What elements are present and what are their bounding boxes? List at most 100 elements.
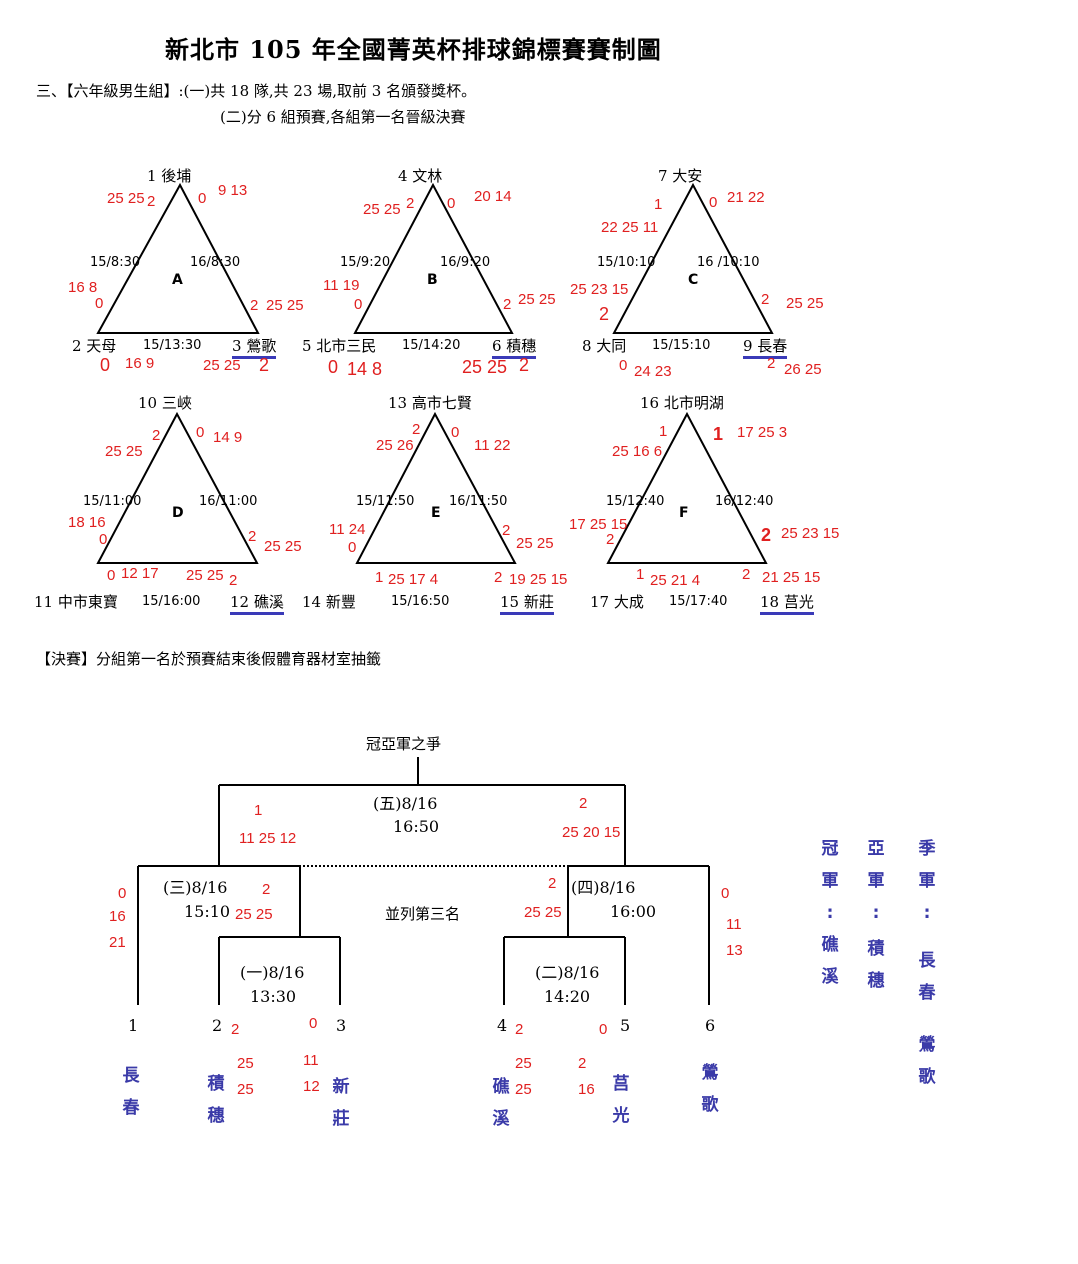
match-1-label: (一)8/16 [240,963,305,982]
group-a-bottom-time: 15/13:30 [143,338,202,353]
group-a-sets: 2 [147,193,156,210]
group-d-sets: 2 [248,528,257,545]
team-char: 積 [207,1074,225,1094]
match-3-left-score: 21 [109,934,126,951]
group-d-top-team: 10 三峽 [138,394,192,412]
team-char: 礁 [492,1077,510,1097]
result-team-char: 長 [918,951,936,971]
group-e-sets: 0 [348,539,357,556]
group-e-sets: 2 [494,569,503,586]
match-3-right-scores: 25 25 [235,906,273,923]
group-a-sets: 0 [95,295,104,312]
team-char: 光 [612,1106,630,1126]
group-e-score: 25 26 [376,437,414,454]
result-team-char: 礁 [821,935,839,955]
group-d-sets: 0 [107,567,116,584]
rules-line-1: 三、【六年級男生組】:(一)共 18 隊,共 23 場,取前 3 名頒發獎杯。 [36,82,477,100]
group-d-left-team: 11 中市東寶 [34,593,118,611]
group-d-winner-team: 12 礁溪 [230,591,284,615]
match-4-right-score: 11 [726,916,742,933]
result-title-char: 亞 [867,839,885,859]
group-a-left-team: 2 天母 [72,337,117,355]
match-4-left-scores: 25 25 [524,904,562,921]
group-d-sets: 2 [229,572,238,589]
group-e-score: 25 17 4 [388,571,439,588]
slot-number: 3 [336,1016,347,1035]
match-2-right-sets: 0 [599,1021,608,1038]
group-d-score: 14 9 [213,429,243,446]
group-b-bottom-time: 15/14:20 [402,338,461,353]
result-title-char: 冠 [821,839,839,859]
group-f-right-time: 16/12:40 [715,494,774,509]
group-d-sets: 0 [196,424,205,441]
match-2-time: 14:20 [544,987,591,1006]
match-1-time: 13:30 [250,987,297,1006]
match-4-right-score: 13 [726,942,743,959]
group-b-score: 25 25 [462,357,508,377]
group-f-sets: 1 [636,566,645,583]
triangle-group-d [96,411,259,564]
match-1-right-score: 11 [303,1052,319,1069]
group-b-score: 14 8 [347,359,383,379]
finalist-team-juguang: 莒 光 [611,1068,631,1132]
third-place-result: 季 軍 : 長 春 鶯 歌 [917,833,937,1093]
team-char: 新 [332,1077,350,1097]
group-a-top-team: 1 後埔 [147,167,192,185]
team-char: 溪 [492,1109,510,1129]
group-f-sets: 2 [742,566,751,583]
match-3-right-sets: 2 [262,881,271,898]
triangle-group-e [355,411,517,564]
group-c-sets: 2 [599,304,610,324]
group-b-sets: 2 [503,296,512,313]
group-c-sets: 0 [619,357,628,374]
champion-result: 冠 軍 : 礁 溪 [820,833,840,993]
result-title-char: 軍 [867,871,885,891]
group-c-top-team: 7 大安 [658,167,703,185]
group-d-score: 18 16 [68,514,106,531]
match-2-left-score: 25 [515,1055,532,1072]
result-title-char: 軍 [821,871,839,891]
slot-number: 2 [212,1016,223,1035]
group-e-sets: 1 [375,569,384,586]
group-f-score: 25 21 4 [650,572,701,589]
team-char: 歌 [701,1095,719,1115]
group-a-right-time: 16/8:30 [190,255,241,270]
result-team-char: 鶯 [918,1035,936,1055]
runner-up-result: 亞 軍 : 積 穗 [866,833,886,997]
group-d-right-time: 16/11:00 [199,494,258,509]
group-f-winner-team: 18 莒光 [760,591,814,615]
match-1-left-score: 25 [237,1055,254,1072]
group-e-score: 19 25 15 [509,571,568,588]
group-b-sets: 0 [328,357,339,377]
group-f-top-team: 16 北市明湖 [640,394,724,412]
triangle-group-a [96,182,260,334]
team-char: 春 [122,1098,140,1118]
match-1-left-sets: 2 [231,1021,240,1038]
group-d-sets: 0 [99,531,108,548]
group-a-score: 25 25 [203,357,241,374]
result-team-char: 穗 [867,971,885,991]
match-3-left-sets: 0 [118,885,127,902]
group-b-score: 25 25 [363,201,401,218]
result-title-char: 季 [918,839,936,859]
group-f-sets: 2 [606,531,615,548]
group-c-sets: 1 [654,196,663,213]
group-c-score: 25 25 [786,295,824,312]
group-f-left-time: 15/12:40 [606,494,665,509]
match-5-left-sets: 1 [254,802,263,819]
group-f-sets: 1 [659,423,668,440]
third-place-label: 並列第三名 [385,905,461,923]
group-f-letter: F [679,505,689,521]
match-1-right-score: 12 [303,1078,320,1095]
group-e-winner-team: 15 新莊 [500,591,554,615]
finals-note: 【決賽】分組第一名於預賽結束後假體育器材室抽籤 [36,650,382,668]
group-f-score: 21 25 15 [762,569,821,586]
group-c-score: 21 22 [727,189,765,206]
group-d-bottom-time: 15/16:00 [142,594,201,609]
slot-number: 5 [620,1016,631,1035]
match-4-time: 16:00 [610,902,657,921]
match-2-right-score: 2 [578,1055,587,1072]
group-a-score: 16 9 [125,355,155,372]
group-f-score: 17 25 3 [737,424,788,441]
group-e-letter: E [431,505,441,521]
